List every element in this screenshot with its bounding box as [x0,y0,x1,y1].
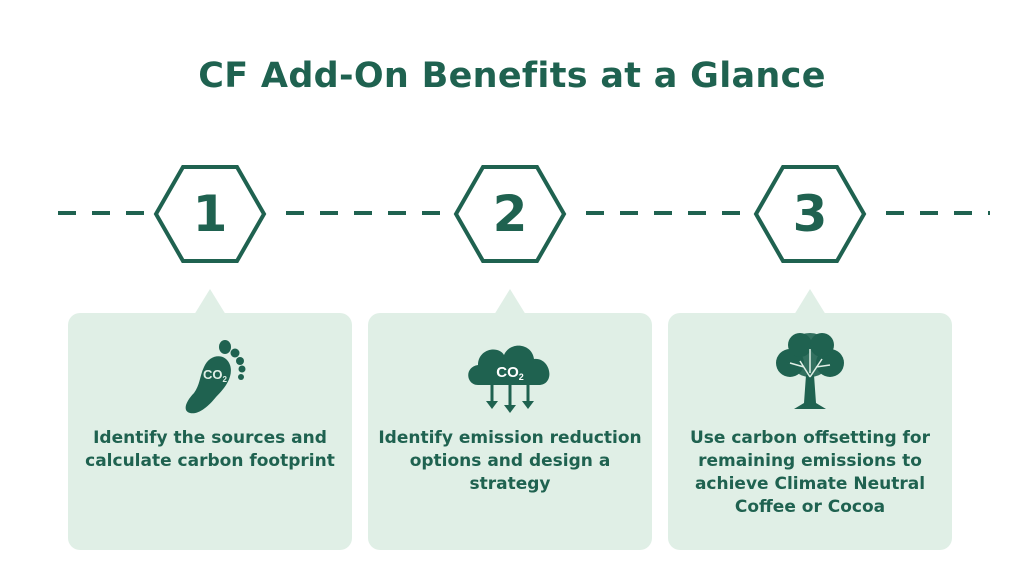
card-pointer [794,289,826,315]
co2-footprint-icon: CO2 [185,340,246,414]
step-description: Identify emission reduction options and … [378,428,642,494]
step-number: 3 [792,185,828,243]
card-pointer [494,289,526,315]
svg-text:CO2: CO2 [203,367,228,384]
step-3-hexagon: 3 [753,164,867,264]
card-pointer [194,289,226,315]
step-description: Identify the sources and calculate carbo… [85,428,335,471]
svg-text:CO2: CO2 [496,364,524,382]
step-number: 2 [492,185,528,243]
step-number: 1 [192,185,228,243]
step-1-card: CO2 Identify the sources and calculate c… [68,289,352,550]
step-2-hexagon: 2 [453,164,567,264]
page-title: CF Add-On Benefits at a Glance [198,56,826,96]
co2-cloud-icon: CO2 [468,345,550,413]
step-3-card: Use carbon offsetting for remaining emis… [668,289,952,550]
tree-icon [776,333,844,409]
step-1-hexagon: 1 [153,164,267,264]
step-2-card: CO2 Identify emission reduction options … [368,289,652,550]
step-description: Use carbon offsetting for remaining emis… [689,428,930,517]
